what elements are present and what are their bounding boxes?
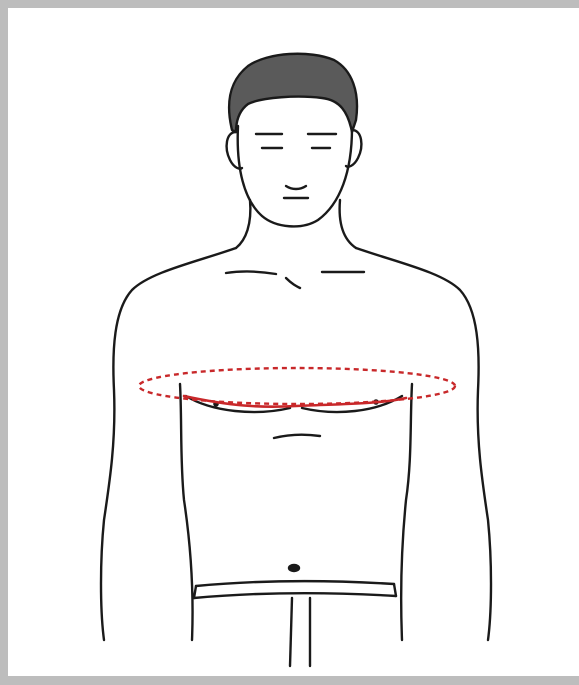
waistband-top [196, 581, 394, 586]
navel [289, 565, 299, 571]
left-collarbone [226, 271, 276, 274]
head [238, 126, 352, 226]
neck-right [340, 200, 356, 248]
waistband-right-edge [394, 584, 396, 596]
neck-left [236, 200, 250, 248]
waistband-left-edge [194, 586, 196, 598]
nose [286, 186, 306, 189]
hair [229, 54, 357, 132]
waistband-bottom [194, 593, 396, 598]
right-inner-arm [401, 384, 412, 640]
neck-notch [286, 278, 300, 288]
body-measurement-diagram [8, 8, 579, 676]
illustration-panel [8, 8, 579, 676]
chest-circumference-ellipse [139, 368, 455, 404]
torso-right-outline [356, 248, 491, 640]
left-inner-arm [180, 384, 193, 640]
pants-fly-left [290, 598, 292, 666]
torso-left-outline [101, 248, 236, 640]
sternum-line [274, 435, 320, 438]
